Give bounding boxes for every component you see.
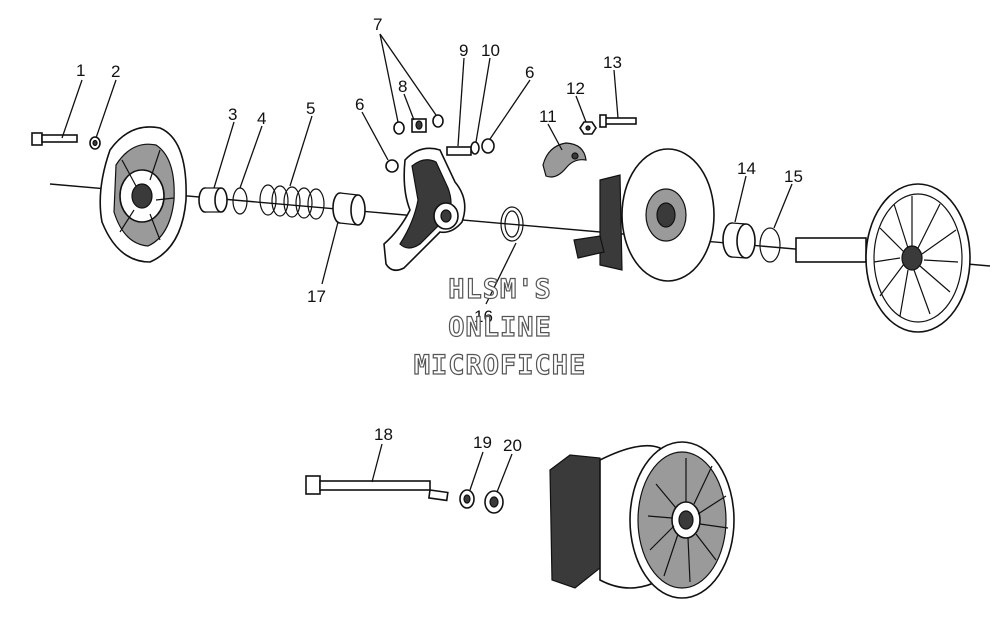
callout-18: 18 xyxy=(374,425,393,444)
part-2-washer xyxy=(89,136,101,150)
callout-12: 12 xyxy=(566,79,585,98)
part-10-washer xyxy=(470,141,480,155)
callout-19: 19 xyxy=(473,433,492,452)
spider-cover-plate xyxy=(99,126,187,263)
part-8-bushing xyxy=(411,118,427,133)
callout-2: 2 xyxy=(111,62,120,81)
part-15-ring xyxy=(759,227,781,263)
part-3-bushing xyxy=(198,187,228,213)
fixed-sheave xyxy=(795,183,971,333)
callout-8: 8 xyxy=(398,77,407,96)
part-7-washer-left xyxy=(393,121,405,135)
part-1-bolt xyxy=(31,132,78,146)
moveable-sheave xyxy=(573,148,715,282)
part-16-oring xyxy=(500,206,524,242)
callout-6-left: 6 xyxy=(355,95,364,114)
part-20-nut xyxy=(484,490,504,514)
callout-6-right: 6 xyxy=(525,63,534,82)
watermark-line-2: ONLINE xyxy=(448,312,552,343)
callout-17: 17 xyxy=(307,287,326,306)
part-5-spring xyxy=(259,184,325,220)
callout-10: 10 xyxy=(481,41,500,60)
callout-14: 14 xyxy=(737,159,756,178)
part-14-bearing xyxy=(722,222,756,259)
watermark: HLSM'S ONLINE MICROFICHE xyxy=(413,273,587,381)
watermark-line-1: HLSM'S xyxy=(448,274,552,305)
part-9-pin xyxy=(446,146,472,156)
part-17-sleeve xyxy=(332,192,366,226)
leader-lines xyxy=(61,33,793,493)
watermark-line-3: MICROFICHE xyxy=(414,350,587,381)
part-12-nut xyxy=(579,121,597,135)
callout-13: 13 xyxy=(603,53,622,72)
part-6-roller-right xyxy=(481,138,495,154)
callout-15: 15 xyxy=(784,167,803,186)
callout-16: 16 xyxy=(474,307,493,326)
part-19-washer xyxy=(459,489,475,509)
callout-7: 7 xyxy=(373,15,382,34)
callout-5: 5 xyxy=(306,99,315,118)
part-11-weight xyxy=(542,142,587,178)
callout-20: 20 xyxy=(503,436,522,455)
part-18-bolt xyxy=(305,475,449,502)
part-6-roller xyxy=(385,159,399,173)
callout-labels: 1 2 3 4 5 6 7 8 9 10 6 11 12 13 14 15 16… xyxy=(76,15,803,455)
cam-arm xyxy=(383,147,466,272)
callout-11: 11 xyxy=(539,107,557,126)
callout-1: 1 xyxy=(76,61,85,80)
assembled-clutch xyxy=(549,441,735,599)
part-13-pin xyxy=(599,114,637,128)
callout-4: 4 xyxy=(257,109,266,128)
callout-9: 9 xyxy=(459,41,468,60)
callout-3: 3 xyxy=(228,105,237,124)
part-7-washer-right xyxy=(432,114,444,128)
